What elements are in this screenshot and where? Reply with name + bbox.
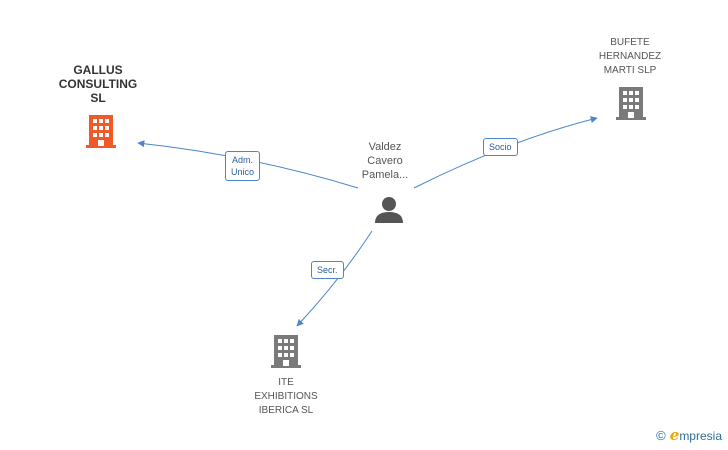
copyright-symbol: © bbox=[656, 427, 666, 443]
person-icon[interactable] bbox=[375, 197, 403, 223]
node-label-gallus[interactable]: GALLUS CONSULTING SL bbox=[58, 63, 138, 105]
brand-wordmark: empresia bbox=[670, 426, 722, 444]
node-label-center-person[interactable]: Valdez Cavero Pamela... bbox=[361, 141, 409, 181]
edge-label-secr: Secr. bbox=[311, 261, 344, 279]
node-label-ite[interactable]: ITE EXHIBITIONS IBERICA SL bbox=[254, 377, 318, 416]
node-label-bufete[interactable]: BUFETE HERNANDEZ MARTI SLP bbox=[598, 37, 662, 76]
building-icon-gallus[interactable] bbox=[86, 115, 116, 148]
edge-label-socio: Socio bbox=[483, 138, 518, 156]
edge-label-adm-unico: Adm. Unico bbox=[225, 151, 261, 181]
building-icon-ite[interactable] bbox=[271, 335, 301, 368]
brand-initial: e bbox=[669, 426, 680, 444]
empresia-logo: © empresia bbox=[656, 426, 722, 444]
brand-name: mpresia bbox=[679, 429, 722, 443]
building-icon-bufete[interactable] bbox=[616, 87, 646, 120]
edge-to-ite bbox=[296, 230, 373, 327]
